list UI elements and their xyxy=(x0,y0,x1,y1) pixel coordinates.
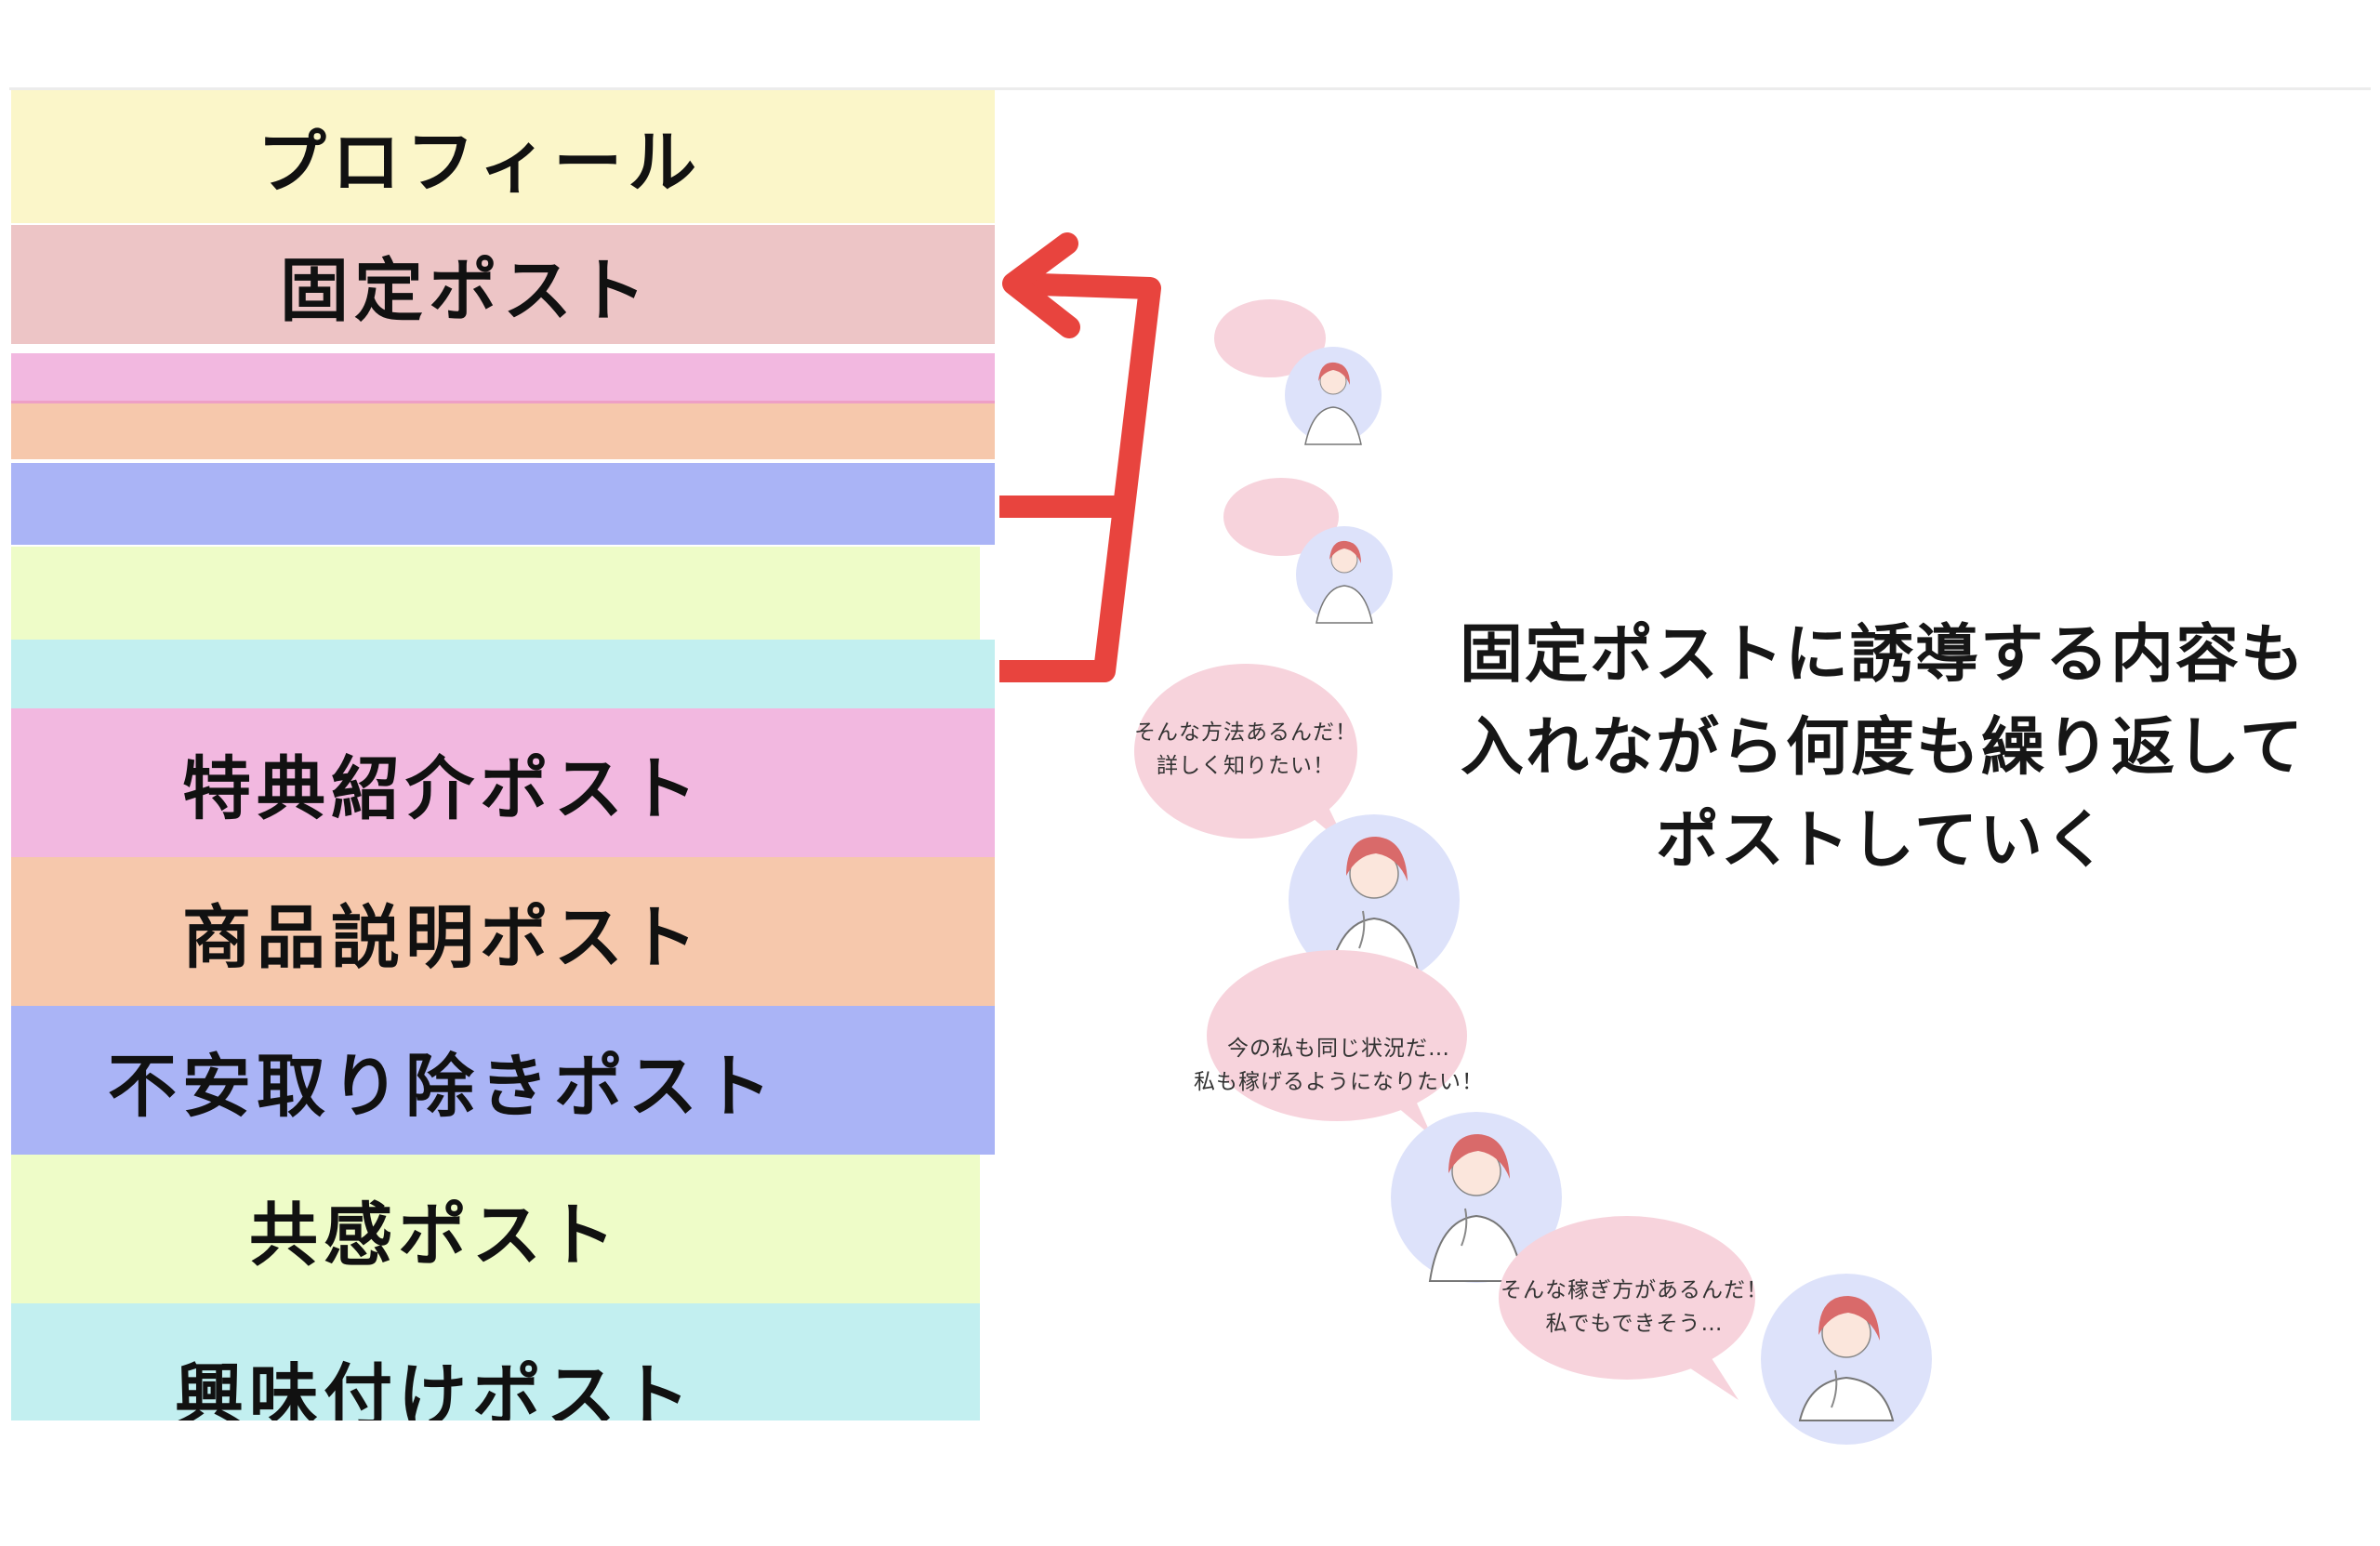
bubble-earning-line-2: 私でもできそう… xyxy=(1545,1312,1724,1336)
row-thin-blue xyxy=(11,463,995,545)
row-empathy-label: 共感ポスト xyxy=(249,1195,621,1275)
caption-line-2: 入れながら何度も繰り返して xyxy=(1461,711,2305,785)
row-empathy: 共感ポスト xyxy=(11,1155,980,1303)
row-thin-cyan xyxy=(11,640,995,708)
caption-line-1: 固定ポストに誘導する内容も xyxy=(1459,618,2306,692)
row-thin-pink xyxy=(11,353,995,403)
bubble-same-situation-line-1: 今の私も同じ状況だ… xyxy=(1227,1037,1450,1061)
row-anxiety-label: 不安取り除きポスト xyxy=(108,1046,777,1127)
row-thin-green xyxy=(11,547,980,640)
row-bonus: 特典紹介ポスト xyxy=(11,708,995,857)
row-anxiety: 不安取り除きポスト xyxy=(11,1006,995,1155)
bubble-method-line-1: そんな方法あるんだ！ xyxy=(1134,720,1357,745)
top-divider xyxy=(9,87,2371,90)
caption-line-3: ポストしていく xyxy=(1656,804,2109,878)
diagram-caption: 固定ポストに誘導する内容も 入れながら何度も繰り返して ポストしていく xyxy=(1395,609,2371,888)
row-pinned: 固定ポスト xyxy=(11,225,995,344)
row-profile: プロフィール xyxy=(11,90,995,223)
row-pinned-label: 固定ポスト xyxy=(280,250,652,331)
bubble-earning-line-1: そんな稼ぎ方があるんだ！ xyxy=(1501,1278,1768,1302)
row-bonus-label: 特典紹介ポスト xyxy=(182,748,703,829)
bubble-same-situation-text: 今の私も同じ状況だ… 私も稼げるようになりたい！ xyxy=(1181,1032,1497,1099)
bubble-method-line-2: 詳しく知りたい！ xyxy=(1157,754,1335,778)
bubble-same-situation-line-2: 私も稼げるようになりたい！ xyxy=(1194,1070,1484,1094)
row-product-label: 商品説明ポスト xyxy=(182,897,703,978)
row-thin-peach xyxy=(11,403,995,459)
row-interest: 興味付けポスト xyxy=(11,1303,980,1420)
row-product: 商品説明ポスト xyxy=(11,857,995,1006)
bubble-method-text: そんな方法あるんだ！ 詳しく知りたい！ xyxy=(1125,716,1367,783)
row-interest-label: 興味付けポスト xyxy=(175,1356,695,1420)
bubble-earning-text: そんな稼ぎ方があるんだ！ 私でもできそう… xyxy=(1486,1274,1783,1341)
row-profile-label: プロフィール xyxy=(257,123,703,203)
